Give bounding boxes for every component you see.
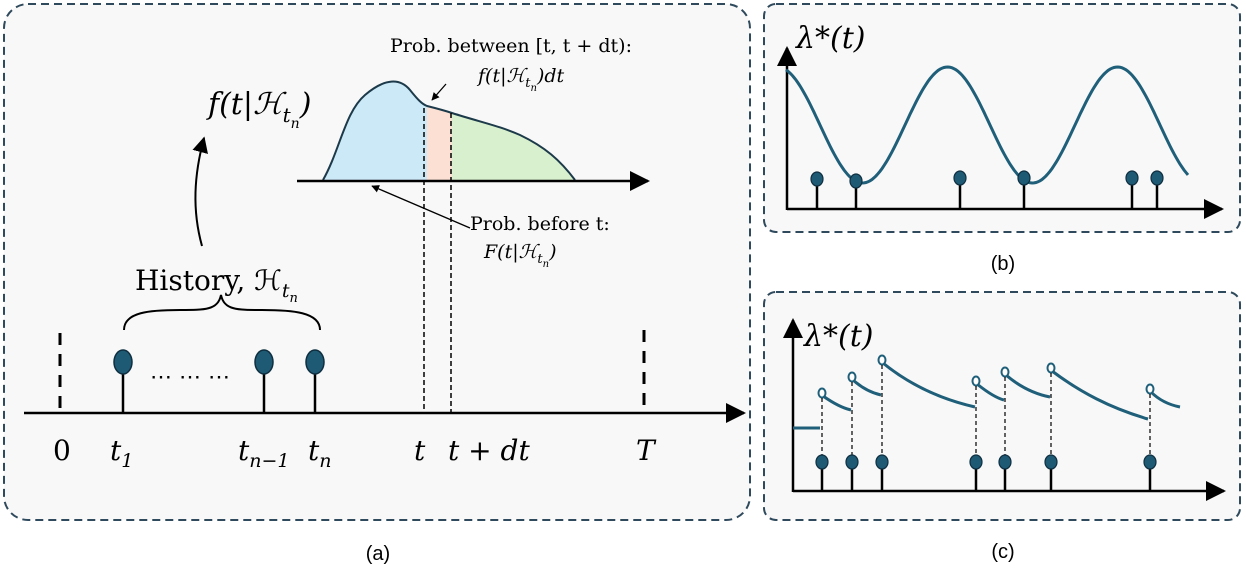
panel-b-event [1017,170,1031,209]
panel-c-event [1143,454,1157,491]
density-area-interval [427,106,452,180]
panel-b-event [810,171,824,209]
panel-b-intensity-label: λ*(t) [795,21,865,56]
tick-tn: tn [308,434,332,472]
tick-0: 0 [53,434,71,467]
panel-c-event [969,454,983,491]
arrow-prob-between [431,83,447,101]
event-tn1 [254,349,274,413]
panel-b-frame [763,3,1241,233]
history-label: History, ℋtn [135,264,298,306]
panel-c-events [815,454,1157,491]
panel-c: λ*(t) [763,291,1241,521]
panel-b: λ*(t) [763,3,1241,233]
panel-b-events [810,170,1164,209]
caption-a: (a) [366,543,390,565]
history-brace [123,294,321,331]
prob-before-expr: F(t|ℋtn) [483,241,557,270]
arrow-prob-before [371,185,471,229]
panel-b-event [849,173,863,209]
panel-c-intensity-label: λ*(t) [803,319,873,354]
panel-c-event [875,454,889,491]
tick-T: T [636,434,657,467]
density-area-before [323,81,427,180]
caption-c: (c) [991,541,1014,563]
hawkes-dashed-connectors [821,365,1151,456]
panel-c-event [1044,454,1058,491]
panel-b-event [1125,170,1139,209]
tick-t-plus-dt: t + dt [448,434,530,467]
panel-c-event [998,454,1012,491]
density-area-after [452,113,575,180]
density-curve [322,80,576,181]
panel-a-frame [3,3,751,521]
ellipsis: ⋯ ⋯ ⋯ [150,365,230,390]
tick-t1: t1 [110,434,133,472]
panel-c-event [845,454,859,491]
panel-c-event [815,454,829,491]
panel-a: f(t|ℋtn) Prob. between [t, t + dt): f(t|… [3,3,751,521]
hawkes-intensity-curve [822,361,1181,421]
event-t1 [113,349,133,413]
panel-b-event [1150,170,1164,209]
hawkes-jump-markers [817,354,1155,399]
arrow-history-to-density [192,136,208,247]
tick-t: t [414,434,426,467]
caption-b: (b) [991,253,1015,275]
prob-before-title: Prob. before t: [470,213,610,235]
panel-b-event [953,170,967,209]
density-label: f(t|ℋtn) [206,87,311,132]
tick-tn-1: tn−1 [238,434,290,472]
event-tn [305,349,325,413]
prob-between-title: Prob. between [t, t + dt): [390,35,632,57]
prob-between-expr: f(t|ℋtn)dt [476,65,565,94]
